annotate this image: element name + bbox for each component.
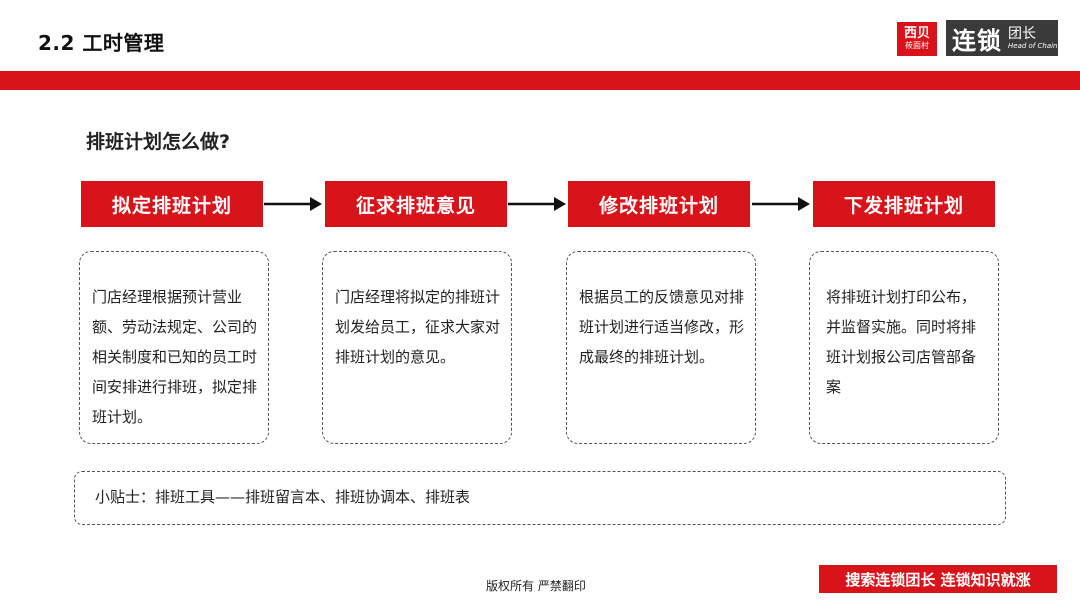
xibei-logo-line2: 莜面村: [905, 41, 929, 50]
arrow-right-icon: [508, 197, 566, 211]
arrow-right-icon: [752, 197, 810, 211]
step-2-description-card: 门店经理将拟定的排班计划发给员工，征求大家对排班计划的意见。: [322, 251, 512, 444]
liansuo-logo: 连锁 团长 Head of Chain: [946, 20, 1058, 56]
page-title: 2.2 工时管理: [38, 31, 165, 55]
step-4-description: 将排班计划打印公布，并监督实施。同时将排班计划报公司店管部备案: [826, 288, 977, 396]
arrow-right-icon: [264, 197, 322, 211]
step-2-box: 征求排班意见: [325, 181, 507, 227]
step-2-description: 门店经理将拟定的排班计划发给员工，征求大家对排班计划的意见。: [335, 288, 501, 366]
step-1-description: 门店经理根据预计营业额、劳动法规定、公司的相关制度和已知的员工时间安排进行排班，…: [92, 288, 258, 426]
tip-box: 小贴士：排班工具——排班留言本、排班协调本、排班表: [74, 471, 1006, 525]
step-3-description: 根据员工的反馈意见对排班计划进行适当修改，形成最终的排班计划。: [579, 288, 745, 366]
xibei-logo-line1: 西贝: [903, 26, 930, 41]
tip-text: 小贴士：排班工具——排班留言本、排班协调本、排班表: [95, 488, 471, 506]
liansuo-logo-main: 连锁: [952, 26, 1002, 55]
liansuo-logo-sub-text: Head of Chain: [1008, 41, 1058, 50]
step-4-description-card: 将排班计划打印公布，并监督实施。同时将排班计划报公司店管部备案: [809, 251, 999, 444]
step-3-description-card: 根据员工的反馈意见对排班计划进行适当修改，形成最终的排班计划。: [566, 251, 756, 444]
search-banner: 搜索连锁团长 连锁知识就涨: [819, 565, 1057, 593]
header-divider-band: [0, 71, 1080, 90]
copyright-text: 版权所有 严禁翻印: [486, 579, 586, 593]
section-question: 排班计划怎么做?: [86, 131, 231, 153]
step-1-box: 拟定排班计划: [81, 181, 263, 227]
step-1-description-card: 门店经理根据预计营业额、劳动法规定、公司的相关制度和已知的员工时间安排进行排班，…: [79, 251, 269, 444]
step-4-box: 下发排班计划: [813, 181, 995, 227]
step-3-box: 修改排班计划: [568, 181, 750, 227]
liansuo-logo-side: 团长 Head of Chain: [1008, 26, 1058, 51]
xibei-logo: 西贝 莜面村: [897, 22, 937, 56]
liansuo-logo-side-text: 团长: [1008, 25, 1036, 42]
